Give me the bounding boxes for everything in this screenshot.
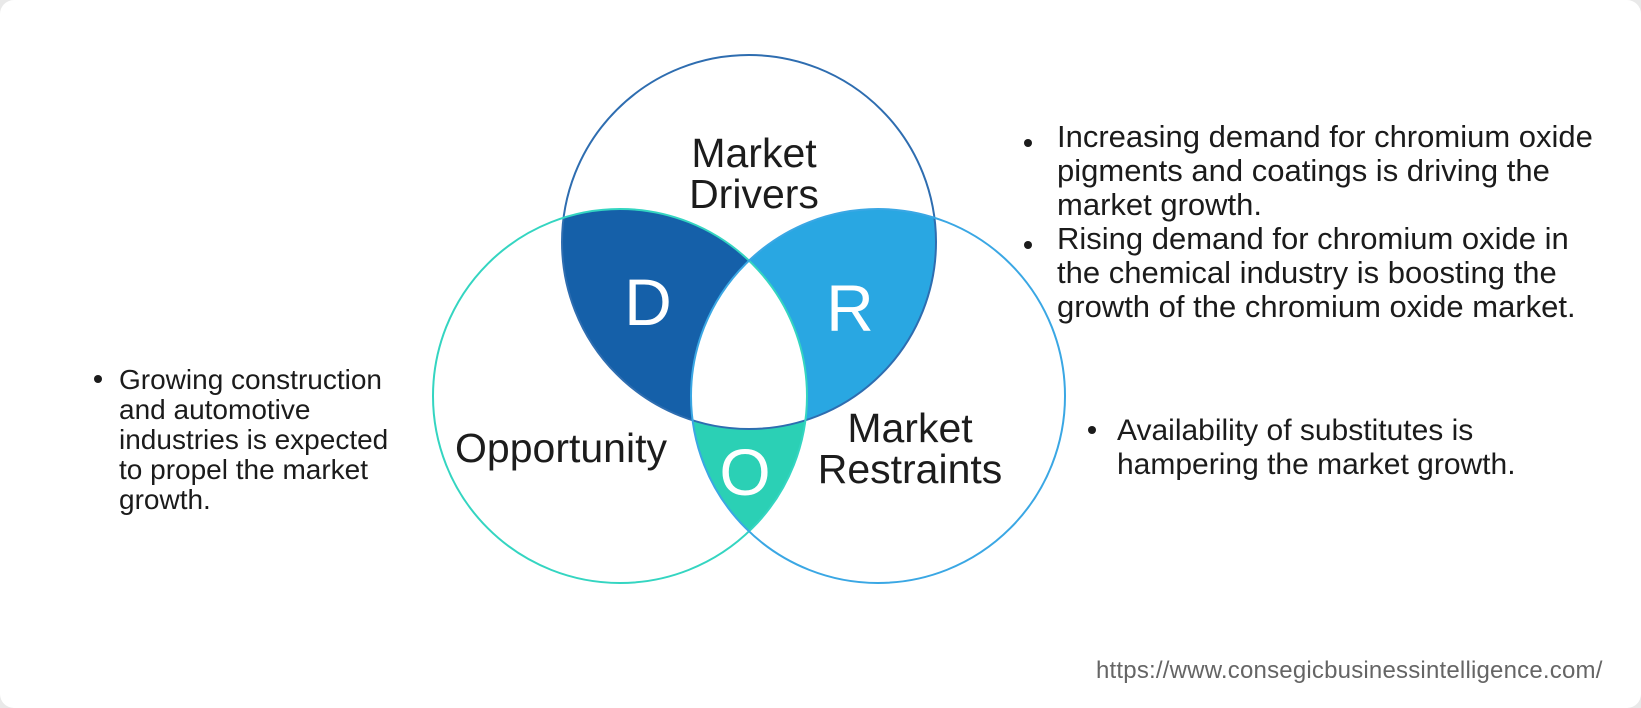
note-line: Availability of substitutes is	[1117, 414, 1474, 447]
restraints-bullet-1-text: Availability of substitutes is hampering…	[1117, 414, 1516, 482]
opportunity-letter: O	[719, 435, 770, 509]
note-line: to propel the market	[119, 454, 369, 485]
note-line: pigments and coatings is driving the	[1057, 153, 1550, 188]
drivers-label-line2: Drivers	[689, 171, 819, 217]
note-line: the chemical industry is boosting the	[1057, 255, 1557, 290]
note-line: Rising demand for chromium oxide in	[1057, 221, 1569, 256]
note-line: Increasing demand for chromium oxide	[1057, 119, 1593, 154]
note-line: growth.	[119, 484, 211, 515]
bullet-dot	[1088, 426, 1096, 434]
note-line: growth of the chromium oxide market.	[1057, 289, 1576, 324]
drivers-bullet-1-text: Increasing demand for chromium oxide pig…	[1057, 120, 1593, 222]
drivers-bullet-1: Increasing demand for chromium oxide pig…	[1018, 120, 1593, 222]
opportunity-notes: Growing construction and automotive indu…	[88, 365, 388, 515]
restraints-label-line1: Market	[847, 405, 973, 451]
note-line: and automotive	[119, 394, 311, 425]
restraints-label-line2: Restraints	[818, 446, 1003, 492]
source-url: https://www.consegicbusinessintelligence…	[1096, 657, 1603, 684]
restraints-bullet-1: Availability of substitutes is hampering…	[1082, 414, 1516, 482]
restraints-circle	[690, 208, 1066, 584]
drivers-label-line1: Market	[691, 130, 817, 176]
drivers-letter: D	[624, 265, 672, 339]
note-line: Growing construction	[119, 364, 383, 395]
restraints-letter: R	[826, 271, 874, 345]
note-line: market growth.	[1057, 187, 1263, 222]
opportunity-bullet-1-text: Growing construction and automotive indu…	[119, 365, 388, 515]
opportunity-bullet-1: Growing construction and automotive indu…	[88, 365, 388, 515]
drivers-bullet-2: Rising demand for chromium oxide in the …	[1018, 222, 1593, 324]
bullet-dot	[94, 375, 102, 383]
restraints-notes: Availability of substitutes is hampering…	[1082, 414, 1516, 482]
drivers-circle	[561, 54, 937, 430]
note-line: hampering the market growth.	[1117, 448, 1516, 481]
drivers-notes: Increasing demand for chromium oxide pig…	[1018, 120, 1593, 324]
bullet-dot	[1024, 139, 1032, 147]
note-line: industries is expected	[119, 424, 389, 455]
drivers-bullet-2-text: Rising demand for chromium oxide in the …	[1057, 222, 1593, 324]
opportunity-label: Opportunity	[455, 425, 667, 471]
opportunity-circle	[432, 208, 808, 584]
bullet-dot	[1024, 241, 1032, 249]
